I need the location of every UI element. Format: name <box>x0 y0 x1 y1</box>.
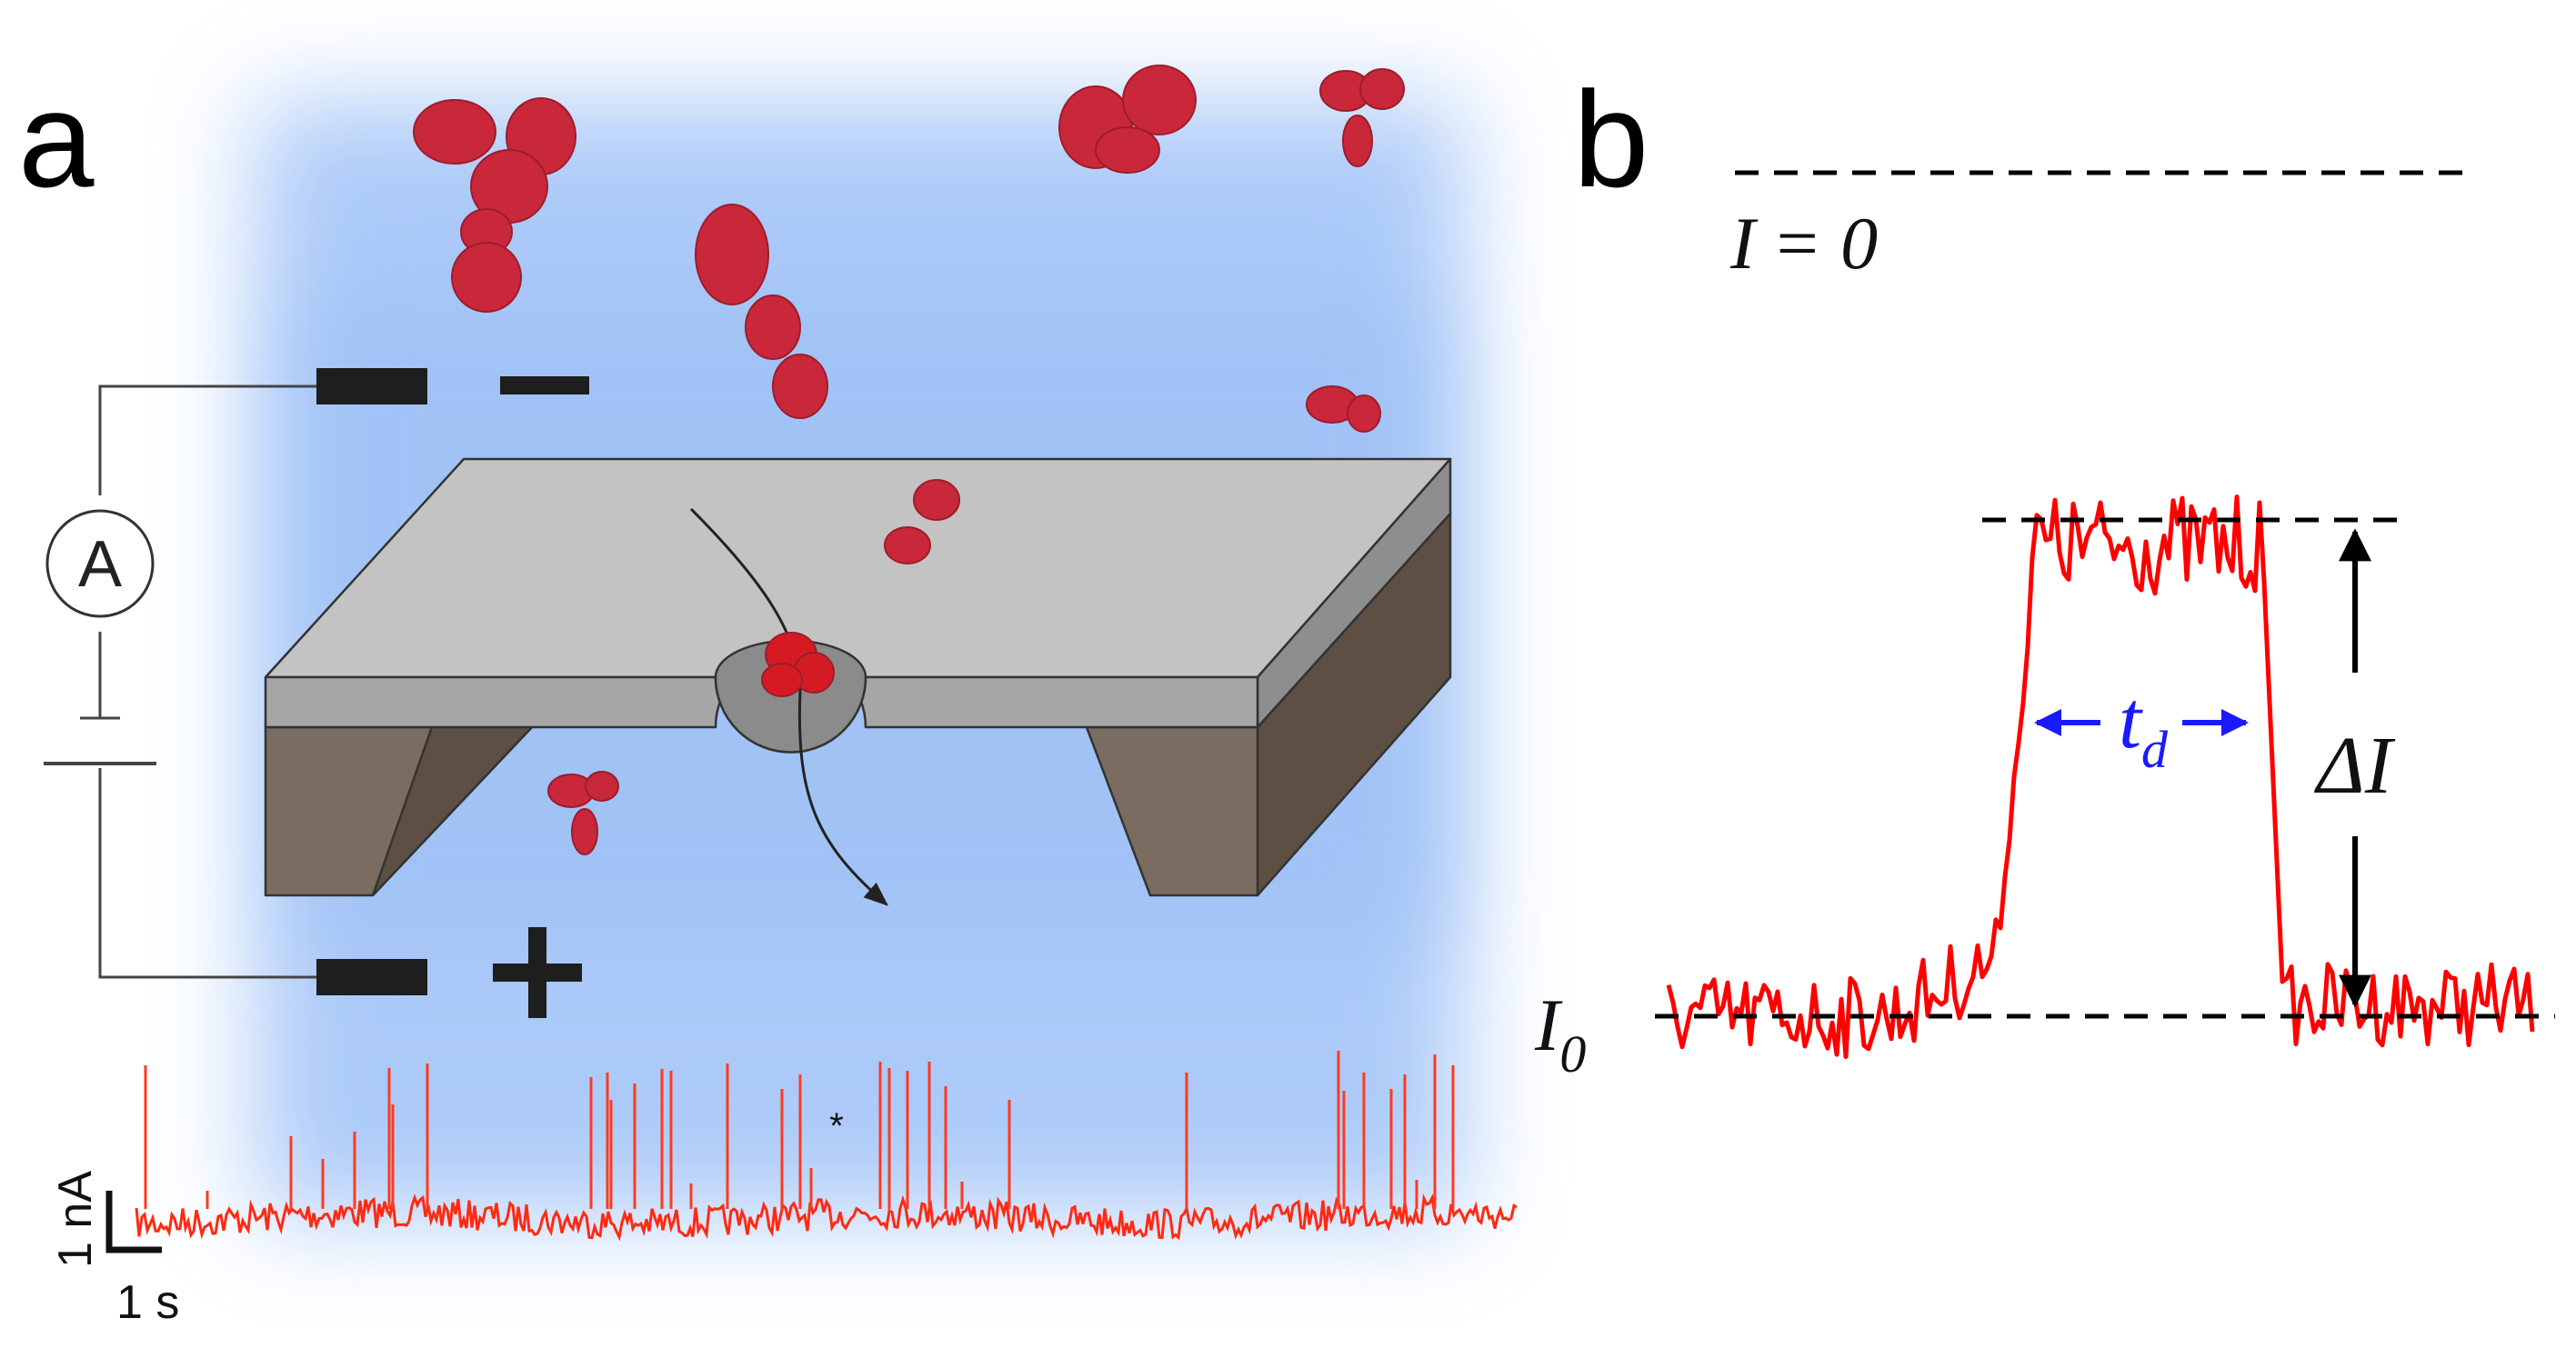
minus-sign <box>500 376 589 394</box>
protein-5 <box>1306 385 1381 433</box>
protein-6 <box>884 479 960 564</box>
trace-spikes <box>144 1051 1455 1209</box>
protein-antibody-4 <box>1319 68 1405 167</box>
event-marker: * <box>829 1106 844 1146</box>
plus-sign <box>493 927 582 1018</box>
electrode-bottom <box>316 959 427 995</box>
panel-a: a A <box>18 63 1518 1329</box>
amplitude-label: ΔI <box>2314 721 2396 811</box>
panel-a-label: a <box>18 63 95 215</box>
scale-bar-x-label: 1 s <box>116 1276 179 1329</box>
protein-antibody-3 <box>1058 65 1197 174</box>
protein-2 <box>695 204 828 419</box>
dwell-time-label: td <box>2119 675 2169 779</box>
protein-molecules <box>413 65 1405 855</box>
circuit <box>44 384 318 979</box>
zero-current-label: I= 0 <box>1729 202 1878 285</box>
scale-bar-y-label: 1 nA <box>49 1171 102 1268</box>
panel-b: b I= 0 I0 td ΔI <box>1534 63 2555 1083</box>
scale-bar: 1 nA 1 s <box>49 1171 179 1329</box>
event-trace <box>1666 494 2535 1059</box>
ammeter-icon <box>45 509 155 618</box>
protein-antibody-1 <box>413 97 576 313</box>
panel-b-label: b <box>1573 63 1649 215</box>
membrane-top <box>264 457 1452 679</box>
protein-in-pore <box>761 632 835 697</box>
baseline-label: I0 <box>1534 984 1586 1083</box>
protein-antibody-7 <box>547 771 619 855</box>
electrode-top <box>316 368 427 404</box>
translocation-arrow <box>689 507 889 906</box>
nanopore-chip <box>264 457 1452 897</box>
ammeter-label: A <box>78 528 122 601</box>
current-trace: * <box>135 1051 1518 1242</box>
trace-baseline <box>135 1193 1518 1242</box>
